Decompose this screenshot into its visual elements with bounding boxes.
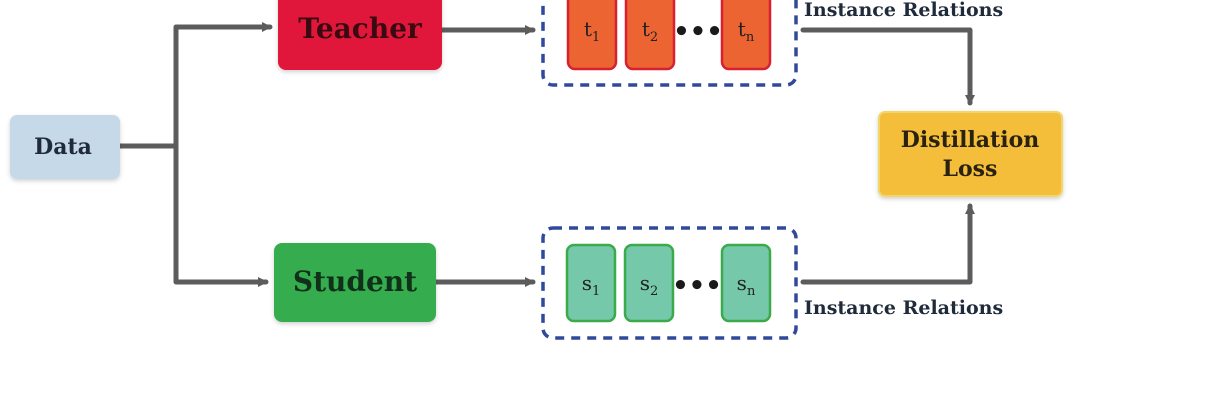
student-relations-label: Instance Relations: [804, 297, 1003, 319]
student-relations-dashed-border: [541, 226, 798, 340]
teacher-relations-label: Instance Relations: [804, 0, 1003, 21]
teacher-cell-2-label: t2: [642, 17, 658, 45]
student-label: Student: [293, 265, 417, 298]
teacher-cell-2: [624, 0, 676, 71]
teacher-cell-1: [566, 0, 618, 71]
teacher-ellipsis: •••: [673, 17, 723, 47]
loss-label-line2: Loss: [943, 156, 998, 182]
arrow-data-to-student: [173, 143, 269, 287]
student-cell-n-label: sn: [737, 271, 756, 299]
teacher-relations-group: t1 t2 ••• tn Instance Relations: [541, 0, 1003, 87]
teacher-cell-n-label: tn: [738, 17, 755, 45]
arrow-data-to-teacher: [117, 22, 273, 149]
connectors: [117, 22, 975, 287]
loss-box: [878, 111, 1063, 197]
data-node: Data: [10, 115, 120, 179]
student-ellipsis: •••: [672, 271, 722, 301]
loss-node: Distillation Loss: [878, 111, 1063, 197]
arrow-student-relations-to-loss: [800, 203, 975, 285]
student-cell-2: [623, 243, 675, 323]
student-cell-1-label: s1: [582, 271, 601, 299]
loss-label-line1: Distillation: [901, 127, 1040, 153]
teacher-cell-1-label: t1: [584, 17, 600, 45]
student-node: Student: [274, 243, 436, 322]
arrow-teacher-relations-to-loss: [800, 27, 975, 106]
student-relations-group: s1 s2 ••• sn Instance Relations: [541, 226, 1003, 340]
student-cell-n: [720, 243, 772, 323]
data-label: Data: [34, 134, 92, 160]
student-cell-1: [565, 243, 617, 323]
teacher-cell-n: [720, 0, 772, 71]
teacher-label: Teacher: [298, 12, 423, 45]
student-cell-2-label: s2: [640, 271, 659, 299]
data-box: [10, 115, 120, 179]
teacher-box: [278, 0, 442, 70]
teacher-relations-dashed-border: [541, 0, 798, 87]
teacher-node: Teacher: [278, 0, 442, 70]
student-box: [274, 243, 436, 322]
